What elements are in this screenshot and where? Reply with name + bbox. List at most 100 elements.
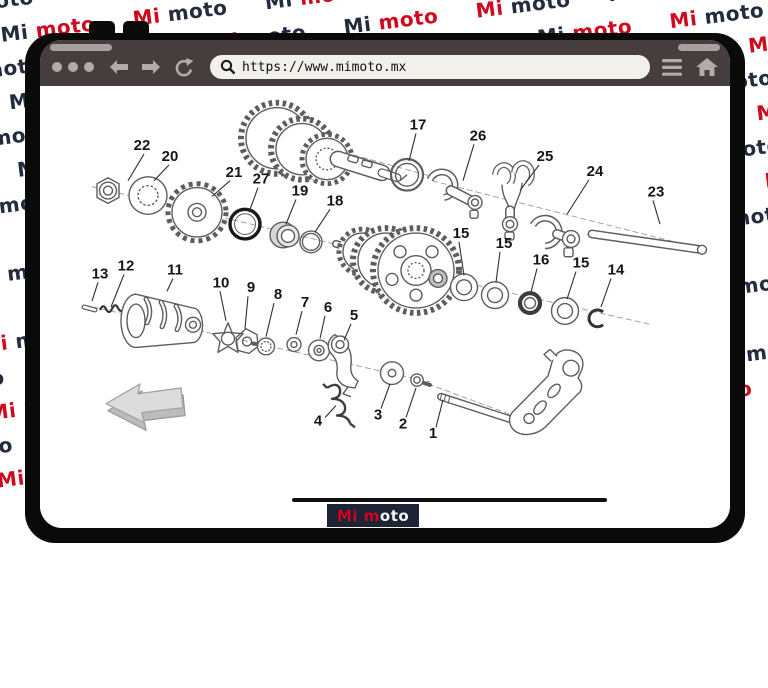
part-number-15: 15 [496, 236, 513, 252]
part-bushing-16 [517, 291, 543, 315]
refresh-button[interactable] [174, 57, 194, 77]
callout-leader-25 [519, 164, 540, 191]
part-number-10: 10 [213, 275, 230, 291]
part-number-4: 4 [314, 413, 323, 429]
part-spring-12 [98, 304, 125, 313]
part-washer-7 [286, 336, 302, 353]
part-number-9: 9 [247, 280, 255, 296]
part-star-cam-10 [212, 322, 244, 354]
part-number-1: 1 [429, 426, 437, 442]
home-indicator-bar [292, 498, 607, 502]
callout-leader-11 [166, 278, 174, 292]
tablet-frame: 1234567891011121314151515161718192021222… [25, 21, 745, 543]
part-washer-6 [307, 339, 331, 362]
shift-fork-26 [426, 168, 483, 219]
fork-shaft-23 [587, 229, 708, 255]
callout-leader-6 [319, 315, 326, 339]
part-number-17: 17 [410, 117, 427, 133]
part-number-15: 15 [573, 256, 590, 272]
part-number-15: 15 [453, 226, 470, 242]
callout-leader-22 [127, 153, 145, 181]
frame-button-tab [123, 21, 149, 41]
callout-leader-26 [462, 144, 475, 181]
part-oring-27 [228, 207, 262, 241]
callout-leader-8 [265, 302, 275, 337]
callout-leader-10 [219, 291, 227, 321]
menu-button[interactable] [662, 58, 682, 76]
part-lock-washer-20 [128, 176, 168, 215]
part-seal-17 [389, 157, 425, 192]
home-icon [696, 58, 718, 76]
part-number-3: 3 [374, 408, 382, 424]
home-button[interactable] [696, 58, 718, 76]
part-number-26: 26 [470, 128, 487, 144]
forward-arrow-icon [142, 60, 160, 74]
part-shift-drum-11 [120, 293, 204, 349]
parts-diagram: 1234567891011121314151515161718192021222… [81, 99, 708, 442]
window-control-dots[interactable] [52, 62, 94, 72]
part-number-25: 25 [537, 149, 554, 165]
part-number-6: 6 [324, 300, 332, 316]
callout-leader-14 [600, 278, 612, 308]
part-ring-18 [299, 230, 323, 254]
shift-fork-24 [529, 214, 581, 258]
speaker-pill-left [50, 44, 112, 51]
callout-leader-24 [566, 179, 590, 215]
part-pin-13 [81, 304, 98, 313]
part-number-20: 20 [162, 149, 179, 165]
part-number-7: 7 [301, 295, 309, 311]
callout-leader-21 [211, 180, 231, 197]
part-number-27: 27 [253, 172, 270, 188]
part-number-16: 16 [533, 253, 550, 269]
callout-leader-13 [91, 282, 99, 302]
part-washer-15 [480, 281, 510, 310]
speaker-pill-right [678, 44, 720, 51]
part-nut-22 [96, 177, 120, 205]
window-dot[interactable] [52, 62, 62, 72]
part-sprocket-21 [165, 181, 229, 244]
callout-leader-12 [110, 274, 125, 308]
part-shift-shaft-lever-1 [437, 348, 584, 436]
callout-leader-3 [380, 383, 391, 409]
forward-button[interactable] [140, 59, 162, 75]
part-washer-15 [449, 273, 479, 302]
part-bolt-8 [251, 337, 276, 356]
part-plate-9 [235, 328, 259, 355]
callout-leader-18 [314, 209, 331, 233]
direction-arrow-icon [105, 383, 186, 432]
window-dot[interactable] [84, 62, 94, 72]
address-bar[interactable] [210, 55, 650, 79]
callout-leader-27 [248, 187, 259, 213]
callout-leader-7 [295, 310, 303, 335]
frame-button-tab [89, 21, 115, 41]
callout-leader-19 [285, 199, 297, 225]
window-dot[interactable] [68, 62, 78, 72]
part-number-24: 24 [587, 164, 604, 180]
part-number-13: 13 [92, 266, 109, 282]
callout-leader-2 [405, 387, 417, 418]
part-number-11: 11 [167, 263, 183, 279]
refresh-icon [175, 57, 194, 76]
logo-text-white: oto [379, 506, 410, 525]
part-number-5: 5 [350, 308, 358, 324]
logo-text-red: Mi m [337, 506, 380, 525]
url-input[interactable] [242, 59, 640, 75]
back-button[interactable] [108, 59, 130, 75]
hamburger-icon [662, 58, 682, 76]
part-arm-5 [327, 333, 359, 398]
counter-shaft-gear-cluster [332, 225, 462, 316]
browser-toolbar [40, 40, 730, 86]
search-icon [220, 59, 236, 75]
callout-leader-20 [153, 164, 170, 182]
part-spring-4 [322, 383, 356, 429]
main-shaft-gear-cluster [238, 99, 402, 187]
back-arrow-icon [110, 60, 128, 74]
part-number-23: 23 [648, 185, 665, 201]
callout-leader-15 [495, 251, 501, 283]
browser-window: 1234567891011121314151515161718192021222… [40, 40, 730, 528]
part-number-8: 8 [274, 287, 282, 303]
part-circlip-14 [587, 308, 604, 329]
